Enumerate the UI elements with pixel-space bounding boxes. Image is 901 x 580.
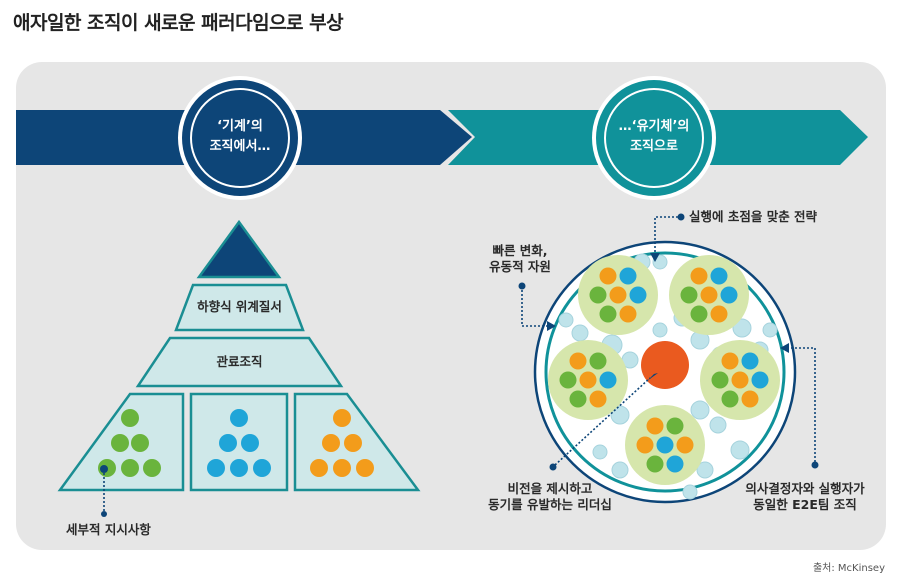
cluster-bottom bbox=[625, 405, 705, 485]
orange-dot-group bbox=[310, 409, 374, 477]
leadership-core bbox=[641, 341, 689, 389]
organism-bottom-right-note-line-1: 의사결정자와 실행자가 bbox=[745, 481, 865, 496]
page-title: 애자일한 조직이 새로운 패러다임으로 부상 bbox=[13, 12, 344, 34]
right-note-pointer-line bbox=[788, 347, 816, 462]
left-circle-line-1: ‘기계’의 bbox=[217, 119, 263, 134]
organism-bottom-right-note: 의사결정자와 실행자가 동일한 E2E팀 조직 bbox=[730, 481, 880, 513]
cluster-top-left bbox=[578, 255, 658, 335]
left-note-pointer-line bbox=[521, 290, 548, 327]
pyramid-level-2-label: 관료조직 bbox=[216, 354, 263, 369]
left-circle-label: ‘기계’의 조직에서… bbox=[190, 117, 290, 157]
organism-top-note: 실행에 초점을 맞춘 전략 bbox=[689, 209, 818, 224]
cluster-middle-left bbox=[548, 340, 628, 420]
organism-bottom-left-note-line-2: 동기를 유발하는 리더십 bbox=[488, 497, 612, 512]
pyramid-level-2 bbox=[135, 336, 344, 388]
bottom-left-note-pointer-line bbox=[554, 377, 651, 466]
organism-left-note-line-1: 빠른 변화, bbox=[492, 243, 548, 258]
organism-bottom-left-note: 비전을 제시하고 동기를 유발하는 리더십 bbox=[470, 481, 630, 513]
right-circle-line-1: …‘유기체’의 bbox=[618, 119, 690, 134]
organism-bottom-right-note-line-2: 동일한 E2E팀 조직 bbox=[753, 497, 857, 512]
cluster-top-right bbox=[669, 255, 749, 335]
organism-left-note: 빠른 변화, 유동적 자원 bbox=[468, 243, 572, 275]
right-circle-label: …‘유기체’의 조직으로 bbox=[599, 117, 709, 157]
source-credit: 출처: McKinsey bbox=[812, 563, 885, 574]
organism-left-note-line-2: 유동적 자원 bbox=[489, 259, 551, 274]
top-note-pointer-line bbox=[654, 216, 678, 255]
pyramid-note-label: 세부적 지시사항 bbox=[66, 522, 151, 537]
pyramid-level-1-label: 하향식 위계질서 bbox=[197, 299, 282, 314]
left-circle-line-2: 조직에서… bbox=[209, 139, 271, 154]
blue-dot-group bbox=[207, 409, 271, 477]
pyramid-top bbox=[196, 219, 282, 279]
cluster-middle-right bbox=[700, 340, 780, 420]
pyramid-note-pointer bbox=[100, 465, 108, 473]
organism-bottom-left-note-line-1: 비전을 제시하고 bbox=[507, 481, 593, 496]
pyramid-level-1 bbox=[174, 283, 305, 332]
right-circle-line-2: 조직으로 bbox=[630, 139, 678, 154]
